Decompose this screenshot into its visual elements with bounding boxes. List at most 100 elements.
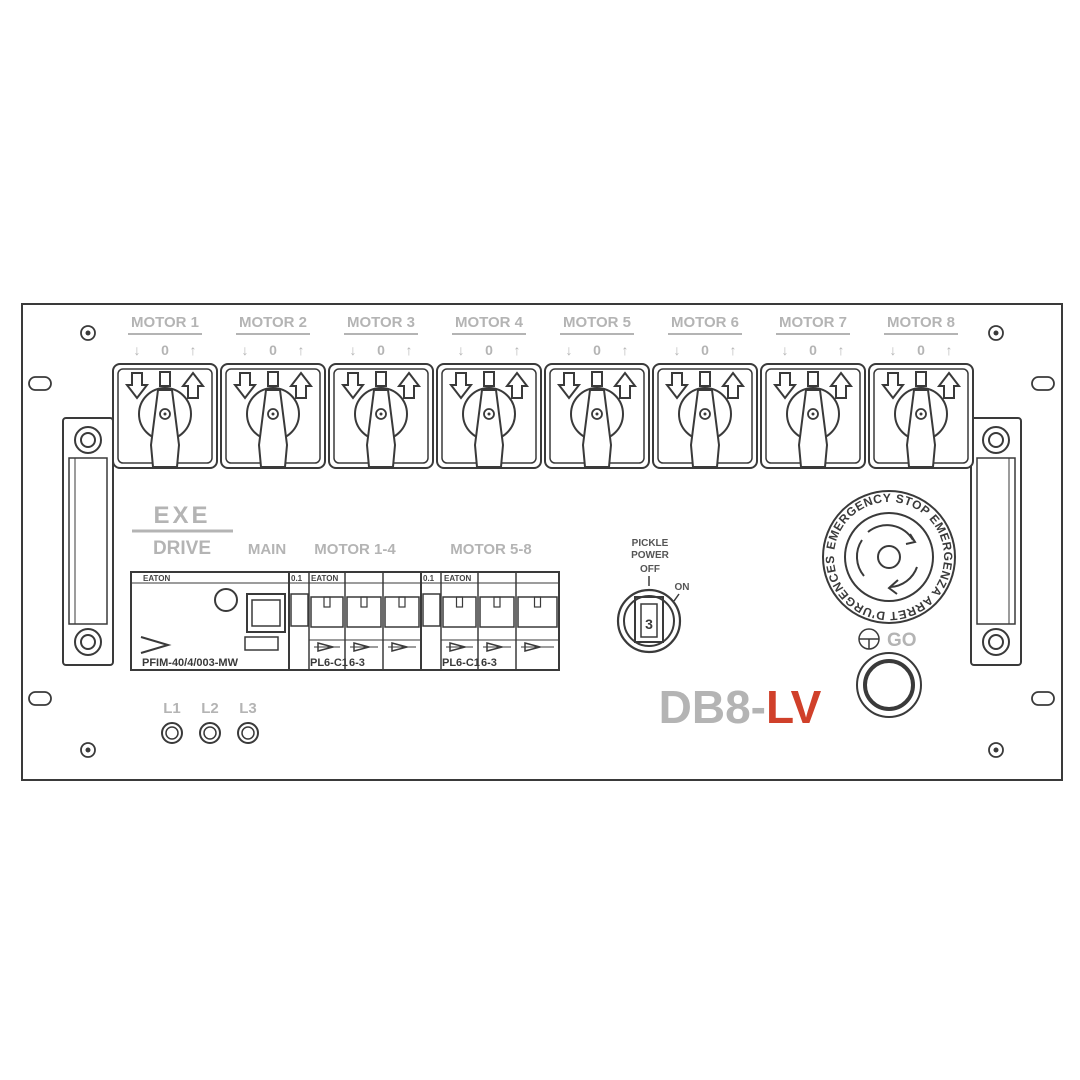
rotary-knob[interactable] <box>149 389 181 468</box>
pickle-power-key-switch[interactable]: PICKLE POWER OFF ON 3 <box>616 538 690 654</box>
rotary-knob[interactable] <box>257 389 289 468</box>
breaker-pole[interactable] <box>516 572 560 670</box>
key-number: 3 <box>645 616 653 632</box>
breaker-pole[interactable] <box>309 572 346 670</box>
up-indicator: ↑ <box>514 342 521 358</box>
main-breaker-label: MAIN <box>248 541 286 558</box>
zero-indicator: 0 <box>377 342 385 358</box>
down-indicator: ↓ <box>458 342 465 358</box>
phase-indicator-l3: L3 <box>237 700 259 744</box>
screw-icon <box>982 426 1010 454</box>
screw-icon <box>267 408 279 420</box>
screw-icon <box>483 408 495 420</box>
motor-switch-7[interactable]: MOTOR 7↓0↑ <box>760 314 866 469</box>
svg-text:0.1: 0.1 <box>291 574 303 583</box>
motor-switch-2[interactable]: MOTOR 2↓0↑ <box>220 314 326 469</box>
zero-indicator: 0 <box>161 342 169 358</box>
breaker-pole[interactable] <box>345 572 384 670</box>
up-indicator: ↑ <box>622 342 629 358</box>
model-name-prefix: DB8- <box>659 681 766 733</box>
arrow-down-icon <box>232 372 258 400</box>
zero-indicator: 0 <box>701 342 709 358</box>
rotate-arrow-icon <box>867 524 914 541</box>
arrow-up-icon <box>396 371 422 399</box>
arrow-up-icon <box>504 371 530 399</box>
rotary-knob[interactable] <box>905 389 937 468</box>
up-indicator: ↑ <box>298 342 305 358</box>
phase-label: L1 <box>163 700 181 717</box>
down-indicator: ↓ <box>674 342 681 358</box>
motor-switch-label: MOTOR 8 <box>887 314 955 331</box>
rotary-knob[interactable] <box>365 389 397 468</box>
arrow-up-icon <box>288 371 314 399</box>
mounting-hole <box>80 325 96 341</box>
arrow-up-icon <box>720 371 746 399</box>
phase-indicator-l2: L2 <box>199 700 221 744</box>
screw-icon <box>74 426 102 454</box>
go-button[interactable]: GO <box>856 628 922 718</box>
motor-switch-label: MOTOR 5 <box>563 314 631 331</box>
screw-icon <box>915 408 927 420</box>
motor-switch-6[interactable]: MOTOR 6↓0↑ <box>652 314 758 469</box>
rotary-knob[interactable] <box>797 389 829 468</box>
motor-switch-3[interactable]: MOTOR 3↓0↑ <box>328 314 434 469</box>
arrow-down-icon <box>880 372 906 400</box>
motor-switch-8[interactable]: MOTOR 8↓0↑ <box>868 314 974 469</box>
main-rcd-breaker[interactable]: EATON PFIM-40/4/003-MW <box>140 574 286 669</box>
motor-switch-label: MOTOR 2 <box>239 314 307 331</box>
breaker-pole[interactable] <box>441 572 479 670</box>
motor-switch-label: MOTOR 7 <box>779 314 847 331</box>
motor-switch-label: MOTOR 1 <box>131 314 199 331</box>
phase-label: L3 <box>239 700 257 717</box>
motor-switch-label: MOTOR 4 <box>455 314 524 331</box>
down-indicator: ↓ <box>890 342 897 358</box>
rack-slot <box>28 691 52 706</box>
motor-switch-5[interactable]: MOTOR 5↓0↑ <box>544 314 650 469</box>
up-indicator: ↑ <box>946 342 953 358</box>
motor-switch-label: MOTOR 6 <box>671 314 739 331</box>
earth-symbol-icon <box>858 628 880 650</box>
breaker-bank: EATON PFIM-40/4/003-MW EATON 0.1 PL6-C1 … <box>130 571 560 671</box>
down-indicator: ↓ <box>134 342 141 358</box>
motor-switch-row: MOTOR 1↓0↑MOTOR 2↓0↑MOTOR 3↓0↑MOTOR 4↓0↑… <box>112 314 974 469</box>
arrow-down-icon <box>556 372 582 400</box>
arrow-down-icon <box>448 372 474 400</box>
rotate-arrow-icon <box>889 566 918 588</box>
model-name: DB8-LV <box>659 681 822 733</box>
arrow-down-icon <box>664 372 690 400</box>
rack-slot <box>28 376 52 391</box>
screw-icon <box>807 408 819 420</box>
rack-slot <box>1031 376 1055 391</box>
breaker-tag: EATON <box>444 574 471 583</box>
brand-sub-text: DRIVE <box>153 538 211 559</box>
rotary-knob[interactable] <box>581 389 613 468</box>
up-indicator: ↑ <box>190 342 197 358</box>
right-handle[interactable] <box>970 417 1022 666</box>
brand-logo-text: EXE <box>153 502 210 529</box>
pickle-off-label: OFF <box>640 564 660 575</box>
motor-switch-4[interactable]: MOTOR 4↓0↑ <box>436 314 542 469</box>
main-breaker-toggle[interactable] <box>246 593 286 633</box>
motor-5-8-breakers: EATON 0.1 PL6-C1 6-3 <box>422 572 497 670</box>
motor-5-8-breaker-label: MOTOR 5-8 <box>450 541 531 558</box>
rotary-knob[interactable] <box>473 389 505 468</box>
main-breaker-model: PFIM-40/4/003-MW <box>142 657 239 669</box>
left-handle[interactable] <box>62 417 114 666</box>
arrow-down-icon <box>340 372 366 400</box>
indicator-lamp-icon <box>237 722 259 744</box>
rack-slot <box>1031 691 1055 706</box>
breaker-pole[interactable] <box>383 572 422 670</box>
arrow-up-icon <box>180 371 206 399</box>
screw-icon <box>159 408 171 420</box>
test-button[interactable] <box>214 588 238 612</box>
motor-switch-1[interactable]: MOTOR 1 ↓ 0 ↑ <box>112 314 218 469</box>
group1-breaker-rating: 6-3 <box>349 657 365 669</box>
motor-1-4-breakers: EATON 0.1 PL6-C1 6-3 <box>290 572 365 670</box>
rotary-knob[interactable] <box>689 389 721 468</box>
breaker-pole[interactable] <box>478 572 517 670</box>
model-name-suffix: LV <box>766 681 822 733</box>
mounting-hole <box>80 742 96 758</box>
group2-breaker-rating: 6-3 <box>481 657 497 669</box>
down-indicator: ↓ <box>782 342 789 358</box>
